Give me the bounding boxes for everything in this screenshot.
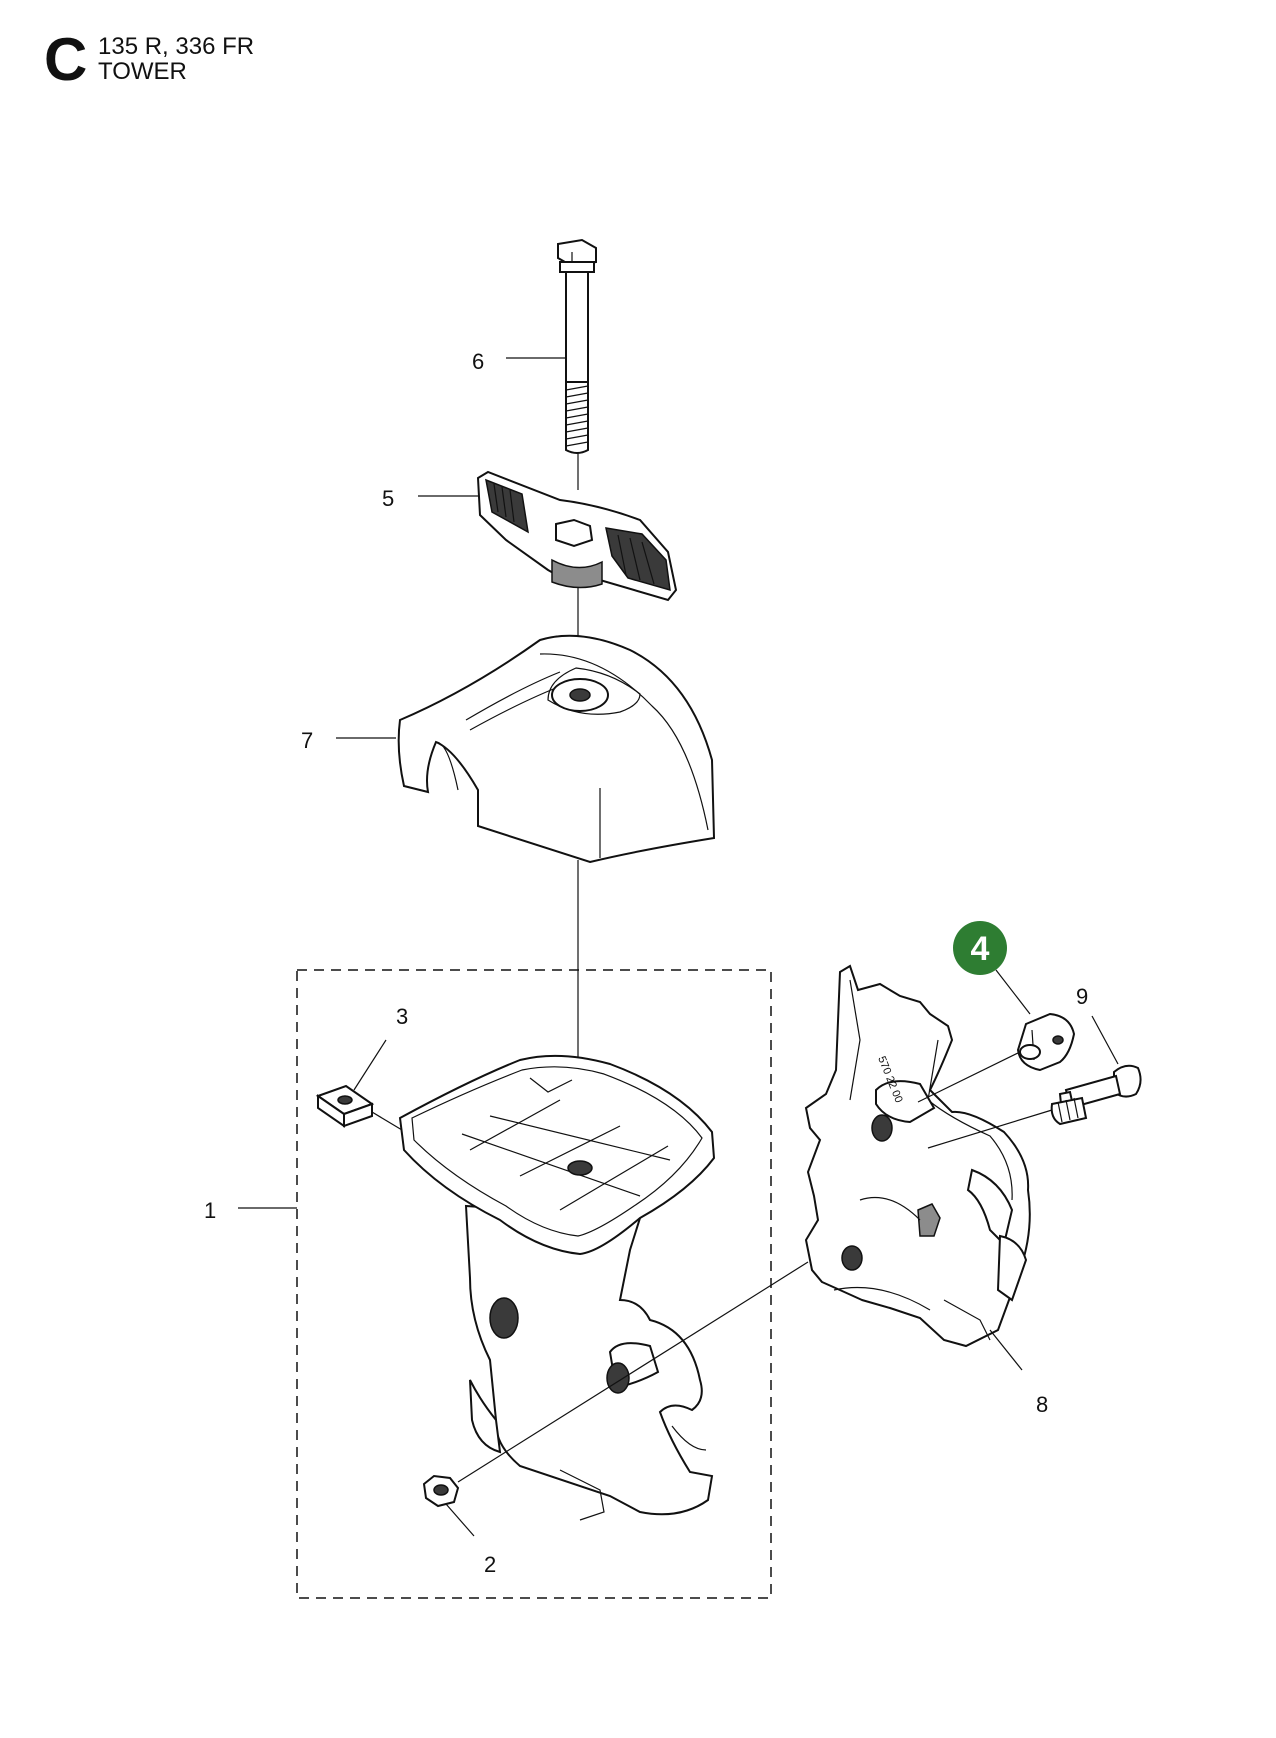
part-6-bolt[interactable] <box>557 238 597 454</box>
callout-3: 3 <box>396 1004 408 1029</box>
part-4-clip[interactable] <box>1016 1012 1076 1072</box>
callout-1: 1 <box>204 1198 216 1223</box>
leader-9 <box>1091 1015 1119 1065</box>
leader-4 <box>995 969 1031 1015</box>
part-7-cover[interactable] <box>397 634 716 864</box>
part-9-screw[interactable] <box>1050 1064 1142 1126</box>
knob-grip-ribs-left <box>493 483 515 523</box>
bracket-upper-hole <box>871 1114 893 1142</box>
part-3-square-nut[interactable] <box>315 1084 375 1128</box>
callout-9: 9 <box>1076 984 1088 1009</box>
tower-mount-hole <box>606 1362 630 1394</box>
callout-6: 6 <box>472 349 484 374</box>
bracket-logo-emblem <box>917 1203 941 1237</box>
callout-8: 8 <box>1036 1392 1048 1417</box>
tower-top-hole <box>567 1160 593 1176</box>
leader-2 <box>445 1503 475 1537</box>
bracket-lower-hole <box>841 1245 863 1271</box>
knob-hex-socket <box>555 518 594 548</box>
assembly-group-title: TOWER <box>98 58 187 85</box>
knob-grip-ribs-right <box>617 534 655 585</box>
part-8-bracket[interactable]: 570 22 00 <box>804 964 1031 1348</box>
bolt-thread <box>565 381 589 454</box>
tower-side-hole <box>489 1297 519 1339</box>
section-letter: C <box>44 26 88 93</box>
assembly-line-nut <box>457 1261 809 1483</box>
leader-3 <box>353 1039 387 1091</box>
callout-2: 2 <box>484 1552 496 1577</box>
assembly-line-clip <box>917 1051 1021 1103</box>
part-1-tower-body[interactable] <box>398 1054 716 1521</box>
part-5-wing-knob[interactable] <box>476 470 678 602</box>
callout-7: 7 <box>301 728 313 753</box>
callout-4: 4 <box>971 930 990 968</box>
model-numbers: 135 R, 336 FR <box>98 33 255 60</box>
callout-4-badge: 4 <box>953 921 1007 975</box>
leader-8 <box>989 1329 1023 1371</box>
part-2-hex-nut[interactable] <box>422 1474 460 1508</box>
assembly-line-screw <box>927 1109 1053 1149</box>
leader-3-to-tower <box>371 1111 403 1131</box>
callout-5: 5 <box>382 486 394 511</box>
assembly-kit-frame <box>296 969 772 1599</box>
screw-thread <box>1050 1096 1088 1126</box>
